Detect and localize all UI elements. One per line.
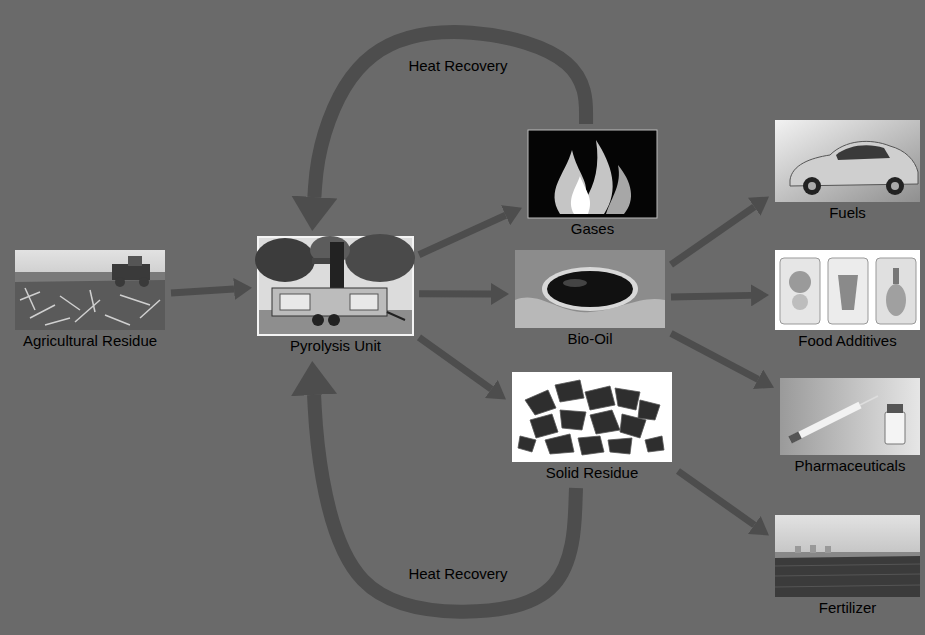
picture-frame (775, 515, 920, 597)
picture-frame (512, 372, 672, 462)
farmland-photo (775, 515, 920, 597)
image-node: Gases (528, 130, 657, 238)
flow-arrow (419, 337, 491, 389)
food-additives-photo (775, 250, 920, 330)
field-photo (15, 250, 165, 330)
picture-frame (775, 250, 920, 330)
picture-frame (258, 237, 413, 335)
image-node: Food Additives (775, 250, 920, 350)
image-node: Solid Residue (512, 372, 672, 482)
image-node: Agricultural Residue (15, 250, 165, 350)
pharmaceuticals-photo (780, 378, 920, 455)
node-caption: Gases (571, 218, 614, 238)
node-caption: Food Additives (798, 330, 896, 350)
node-caption: Fertilizer (819, 597, 877, 617)
picture-frame (15, 250, 165, 330)
flow-arrow (419, 215, 506, 254)
node-caption: Bio-Oil (567, 328, 612, 348)
node-caption: Agricultural Residue (23, 330, 157, 350)
pyrolysis-unit-photo (255, 234, 415, 335)
edge-label: Heat Recovery (405, 57, 510, 75)
node-caption: Pharmaceuticals (795, 455, 906, 475)
image-node: Fuels (775, 120, 920, 222)
picture-frame (780, 378, 920, 455)
bio-oil-photo (515, 250, 665, 328)
picture-frame (515, 250, 665, 328)
car-photo (775, 120, 920, 202)
image-node: Bio-Oil (515, 250, 665, 348)
flow-arrow (678, 471, 754, 525)
char-photo (512, 372, 672, 462)
flame-photo (528, 130, 657, 218)
heat-recovery-arrow (314, 32, 586, 197)
picture-frame (775, 120, 920, 202)
flow-arrow (671, 333, 758, 379)
node-caption: Pyrolysis Unit (290, 335, 381, 355)
image-node: Pharmaceuticals (780, 378, 920, 475)
image-node: Pyrolysis Unit (258, 237, 413, 355)
heat-recovery-arrow (314, 395, 576, 612)
flow-arrow (671, 295, 751, 297)
picture-frame (528, 130, 657, 218)
edge-label: Heat Recovery (405, 565, 510, 583)
node-caption: Solid Residue (546, 462, 639, 482)
image-node: Fertilizer (775, 515, 920, 617)
node-caption: Fuels (829, 202, 866, 222)
flow-arrow (671, 207, 754, 265)
flow-arrow (419, 290, 491, 297)
flow-arrow (171, 289, 234, 293)
